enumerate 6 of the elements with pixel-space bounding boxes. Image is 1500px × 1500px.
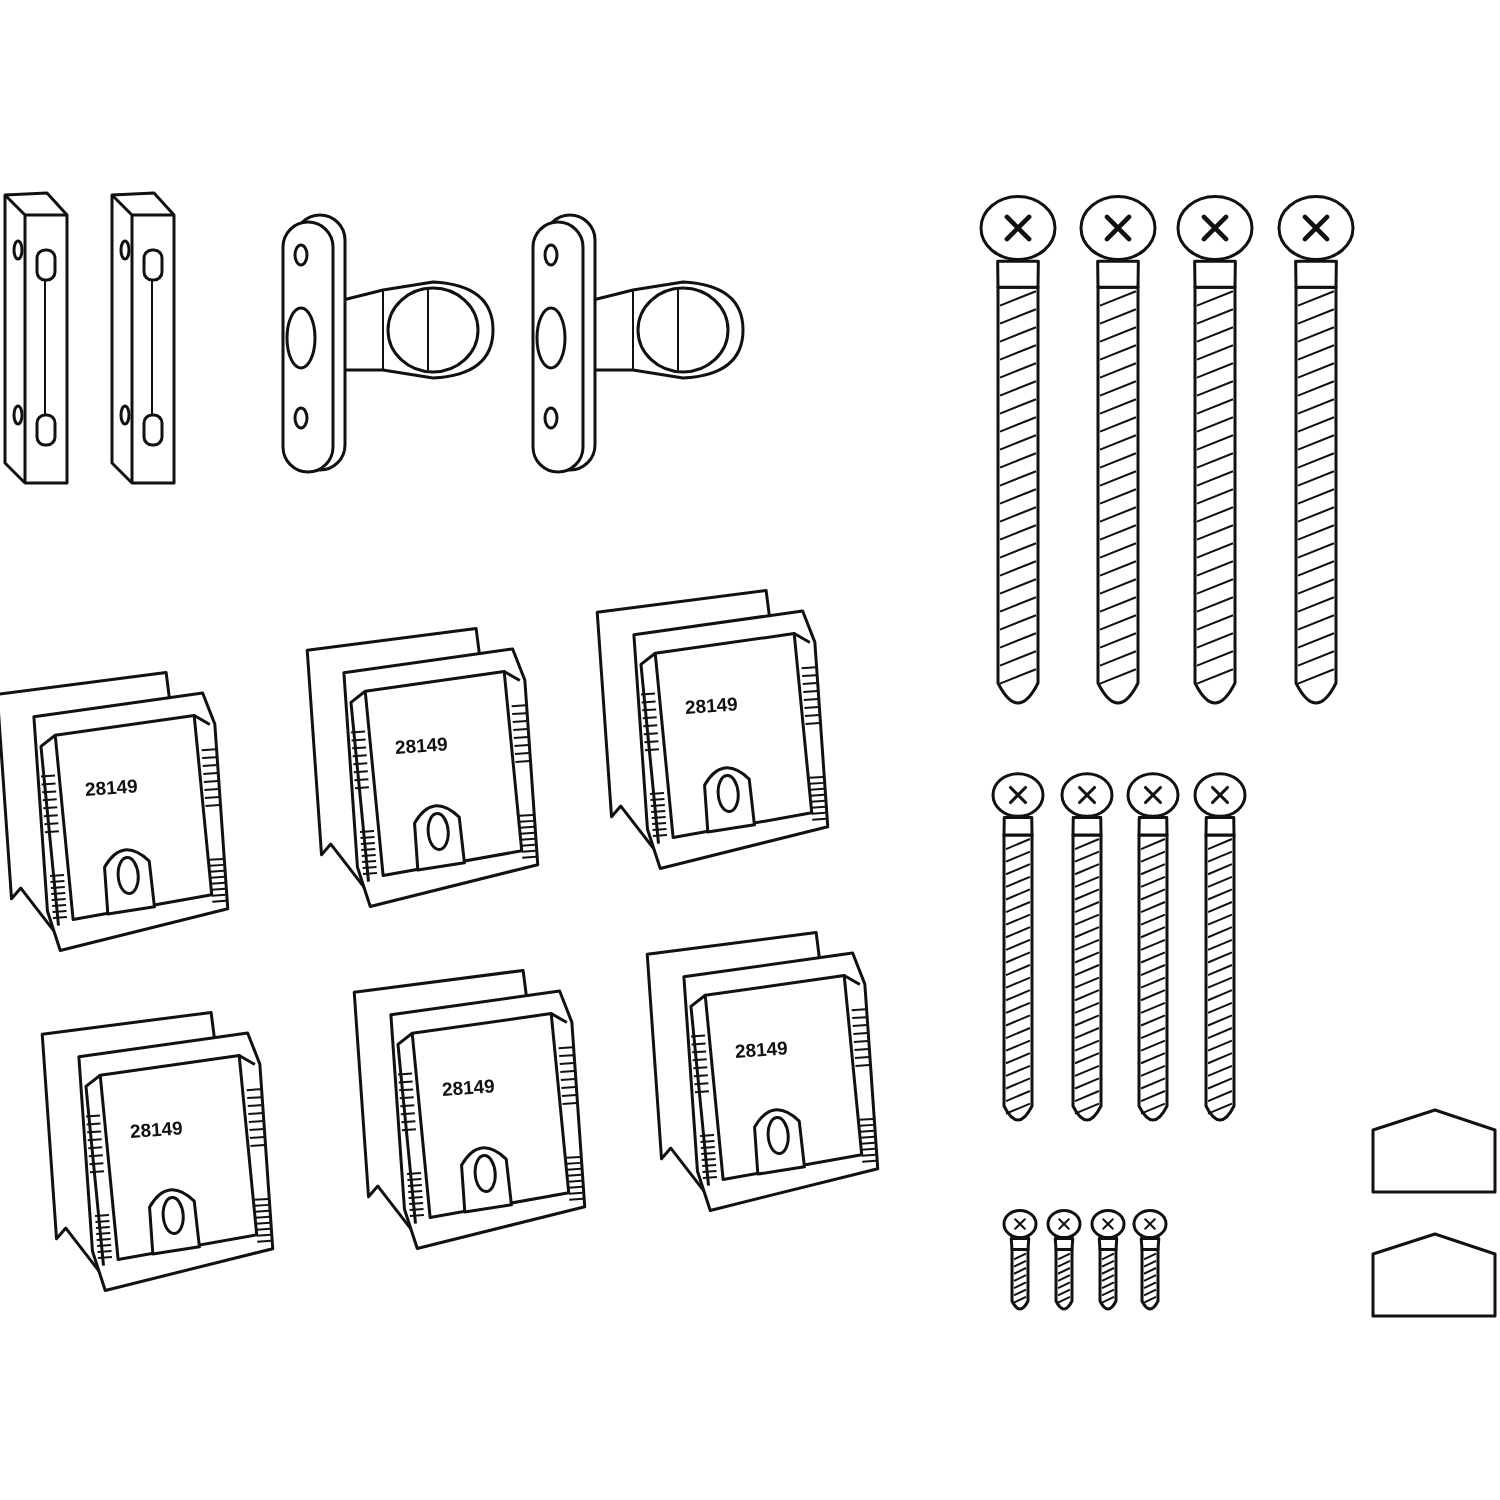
part-number: 28149 xyxy=(684,694,739,717)
part-number: 28149 xyxy=(84,776,139,799)
part-number: 28149 xyxy=(394,734,449,757)
part-number: 28149 xyxy=(441,1076,496,1099)
part-number: 28149 xyxy=(129,1118,184,1141)
part-number: 28149 xyxy=(734,1038,789,1061)
